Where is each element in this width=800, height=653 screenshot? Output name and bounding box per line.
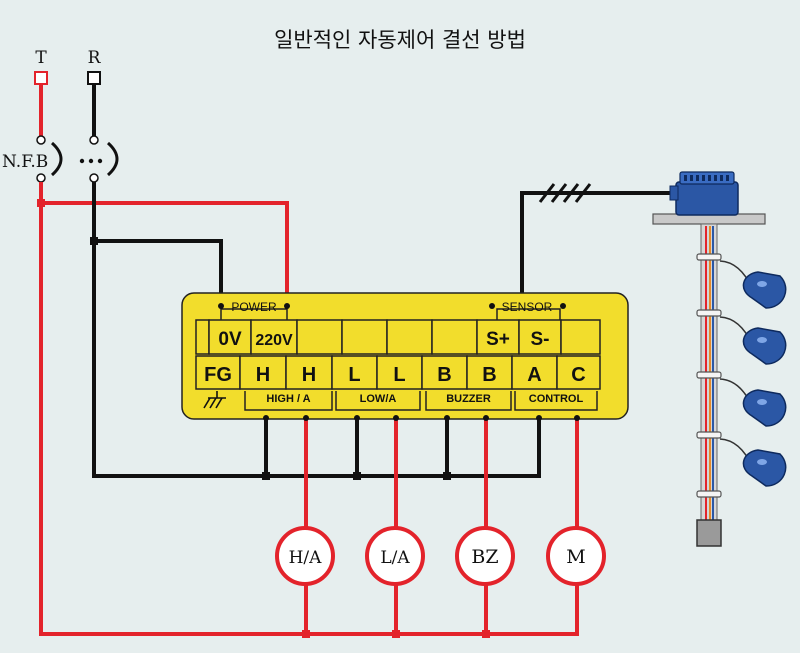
bottom-cell-label: B [482,364,496,386]
top-cell-label: S+ [486,329,510,350]
top-cell [195,319,210,355]
control-panel: 0V 220V S+ S- FG H H L L B B A C POWER SENSOR HIGH … [181,292,629,420]
load-circle [275,526,335,586]
top-cell-label: 220V [255,332,293,349]
top-cell [476,319,520,355]
terminal-t [34,71,48,85]
load-circle [365,526,425,586]
float-ball-icon [719,438,787,487]
float-switch-assembly [652,171,787,547]
load-wires [262,415,580,638]
sensor-weight [696,519,722,547]
top-cell-label: S- [531,329,550,350]
top-cell [341,319,388,355]
load-label: M [566,546,585,568]
panel-groups: HIGH / A LOW/A BUZZER CONTROL [244,391,598,411]
panel-top-row: 0V 220V S+ S- [195,319,601,355]
top-cell [518,319,562,355]
bottom-cell [376,355,423,390]
group-label: LOW/A [360,393,397,405]
bottom-cell-label: L [393,364,405,386]
black-wire-to-0v [94,239,223,306]
group-label: CONTROL [529,393,584,405]
bottom-cell [195,355,241,390]
phase-r-label: R [88,48,102,68]
bottom-cell [466,355,513,390]
bottom-cell-label: C [571,364,585,386]
top-cell [431,319,478,355]
bottom-cell-label: H [302,364,316,386]
bottom-cell [556,355,601,390]
top-cell [386,319,433,355]
top-cell-label: 0V [218,329,242,350]
float-ball-icon [719,316,787,365]
load-label: BZ [471,546,498,568]
bottom-cell [285,355,333,390]
top-cell [560,319,601,355]
cable-hatch [538,183,592,203]
bottom-cell-label: B [437,364,451,386]
group-label: HIGH / A [266,393,310,405]
top-cell [250,319,298,355]
red-wire-to-220v [41,201,289,306]
load-devices: H/A L/A BZ M [275,526,606,586]
load-circle [546,526,606,586]
ground-icon [203,391,226,409]
top-cell [208,319,252,355]
load-label: L/A [380,548,410,568]
terminal-r [87,71,101,85]
bottom-cell-label: A [527,364,541,386]
breaker-nfb: N.F.B [2,135,119,183]
bottom-cell-label: L [348,364,360,386]
load-label: H/A [289,548,323,568]
bottom-cell [421,355,468,390]
black-junction [90,237,98,245]
float-ball-icon [719,378,787,427]
top-cell [296,319,343,355]
phase-t-label: T [35,48,47,68]
bottom-cell [239,355,287,390]
float-ball-icon [719,260,787,309]
breaker-label: N.F.B [2,152,48,172]
bottom-cell-label: FG [204,364,232,386]
panel-bottom-row: FG H H L L B B A C [195,355,601,390]
group-label: BUZZER [446,393,491,405]
diagram-title: 일반적인 자동제어 결선 방법 [274,28,526,52]
power-label: POWER [231,300,277,314]
load-circle [455,526,515,586]
bottom-cell-label: H [256,364,270,386]
sensor-head-icon [669,171,739,216]
sensor-label: SENSOR [502,300,553,314]
red-junction [37,199,45,207]
sensor-cable [520,191,676,294]
